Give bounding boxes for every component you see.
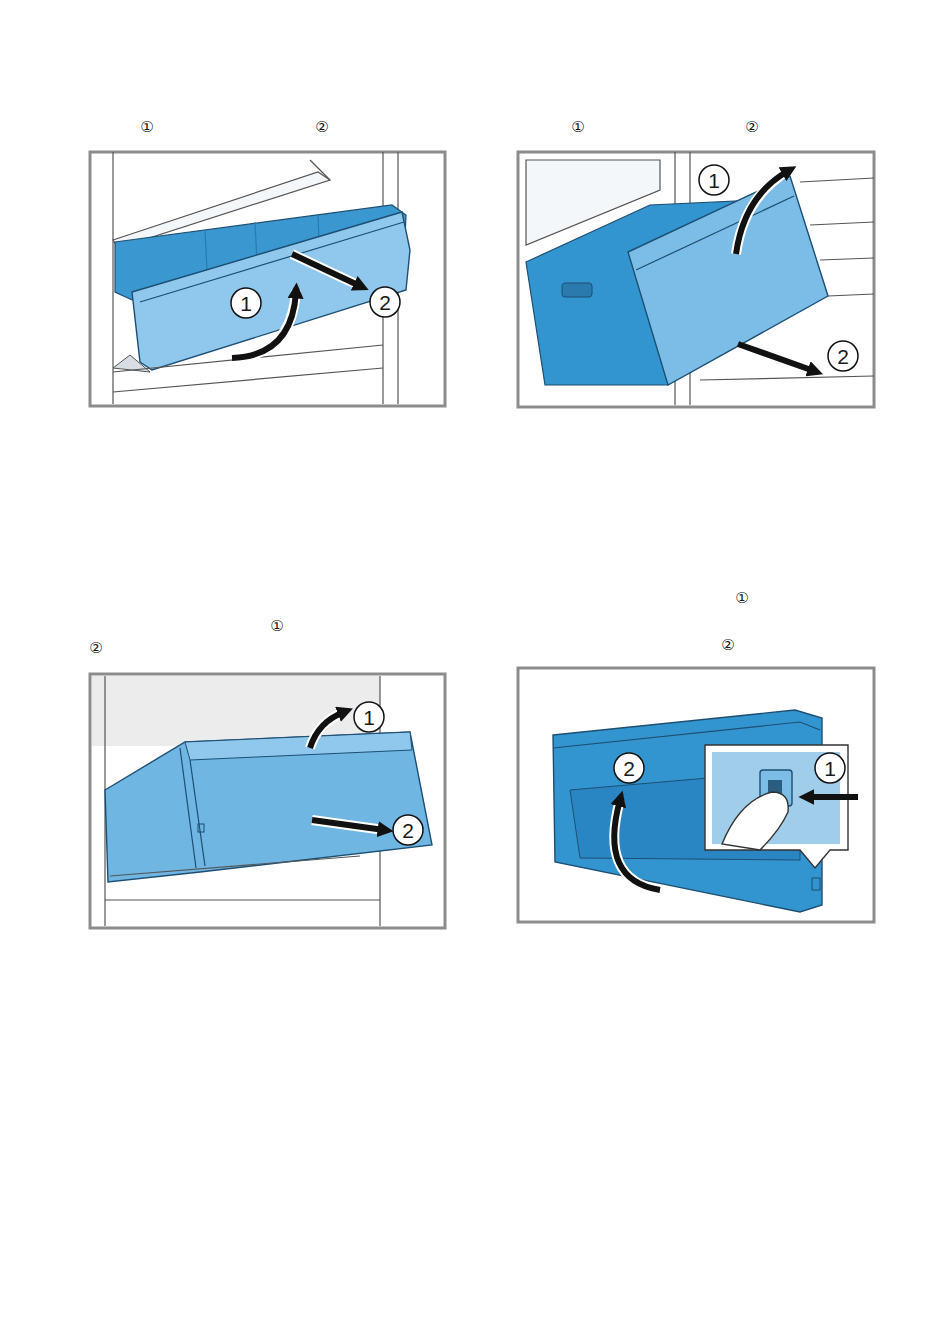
step-reference: ① xyxy=(571,120,584,135)
illustration-part xyxy=(113,368,383,392)
illustration-part xyxy=(699,165,729,195)
illustration-part xyxy=(180,748,196,868)
illustration-part xyxy=(310,712,344,748)
illustration-part xyxy=(614,753,644,783)
illustration-part xyxy=(808,794,858,800)
illustration-part xyxy=(700,376,874,380)
illustration-part xyxy=(112,152,113,404)
illustration-part xyxy=(190,760,205,866)
illustration-part xyxy=(828,341,858,371)
callout-number: 1 xyxy=(363,707,375,728)
illustration-part xyxy=(370,287,400,317)
illustration-part xyxy=(828,294,874,296)
callout-number: 2 xyxy=(379,292,391,313)
panel-top-right xyxy=(518,152,874,407)
illustration-part xyxy=(562,283,592,297)
step-reference: ② xyxy=(89,641,102,656)
callout-number: 2 xyxy=(623,758,635,779)
illustration-part xyxy=(292,254,360,286)
step-reference: ① xyxy=(270,619,283,634)
step-reference: ① xyxy=(735,591,748,606)
panel-bottom-left xyxy=(90,674,445,928)
illustration-part xyxy=(820,258,874,260)
panel-bottom-right xyxy=(518,668,874,922)
illustration-part xyxy=(140,222,404,302)
illustration-part xyxy=(810,222,874,225)
illustration-part xyxy=(105,899,380,900)
illustration-part xyxy=(553,710,822,912)
step-reference: ② xyxy=(745,120,758,135)
callout-number: 1 xyxy=(708,170,720,191)
illustration-part xyxy=(354,702,384,732)
illustration-part xyxy=(614,800,660,890)
illustration-part xyxy=(310,712,344,748)
illustration-part xyxy=(736,171,788,254)
illustration-part xyxy=(105,732,432,882)
illustration-part xyxy=(90,152,445,406)
illustration-part xyxy=(738,344,814,371)
illustration-part xyxy=(232,292,296,358)
illustration-part xyxy=(812,878,820,890)
step-reference: ② xyxy=(315,120,328,135)
illustration-part xyxy=(292,254,360,286)
illustration-part xyxy=(736,170,790,254)
illustration-part xyxy=(628,176,828,385)
illustration-part xyxy=(722,792,788,850)
illustration-part xyxy=(90,674,445,928)
callout-number: 2 xyxy=(837,346,849,367)
callout-number: 1 xyxy=(240,293,252,314)
illustration-part xyxy=(312,820,384,830)
step-reference: ① xyxy=(140,120,153,135)
illustration-part xyxy=(185,732,412,760)
illustration-part xyxy=(312,820,384,830)
illustration-part xyxy=(198,824,204,832)
illustration-part xyxy=(636,196,794,270)
illustration-part xyxy=(310,160,330,180)
illustration-part xyxy=(800,178,874,182)
illustration-part xyxy=(518,668,874,922)
illustration-part xyxy=(110,856,360,876)
illustration-part xyxy=(518,152,874,407)
callout-number: 1 xyxy=(824,758,836,779)
illustration-part xyxy=(232,290,296,358)
callout-number: 2 xyxy=(402,820,414,841)
step-reference: ② xyxy=(721,638,734,653)
illustration-part xyxy=(553,722,820,748)
illustration-part xyxy=(393,815,423,845)
illustration-part xyxy=(231,288,261,318)
illustration-part xyxy=(705,745,848,868)
illustration-part xyxy=(815,753,845,783)
panel-top-left xyxy=(90,152,445,406)
illustration-part xyxy=(614,800,660,890)
